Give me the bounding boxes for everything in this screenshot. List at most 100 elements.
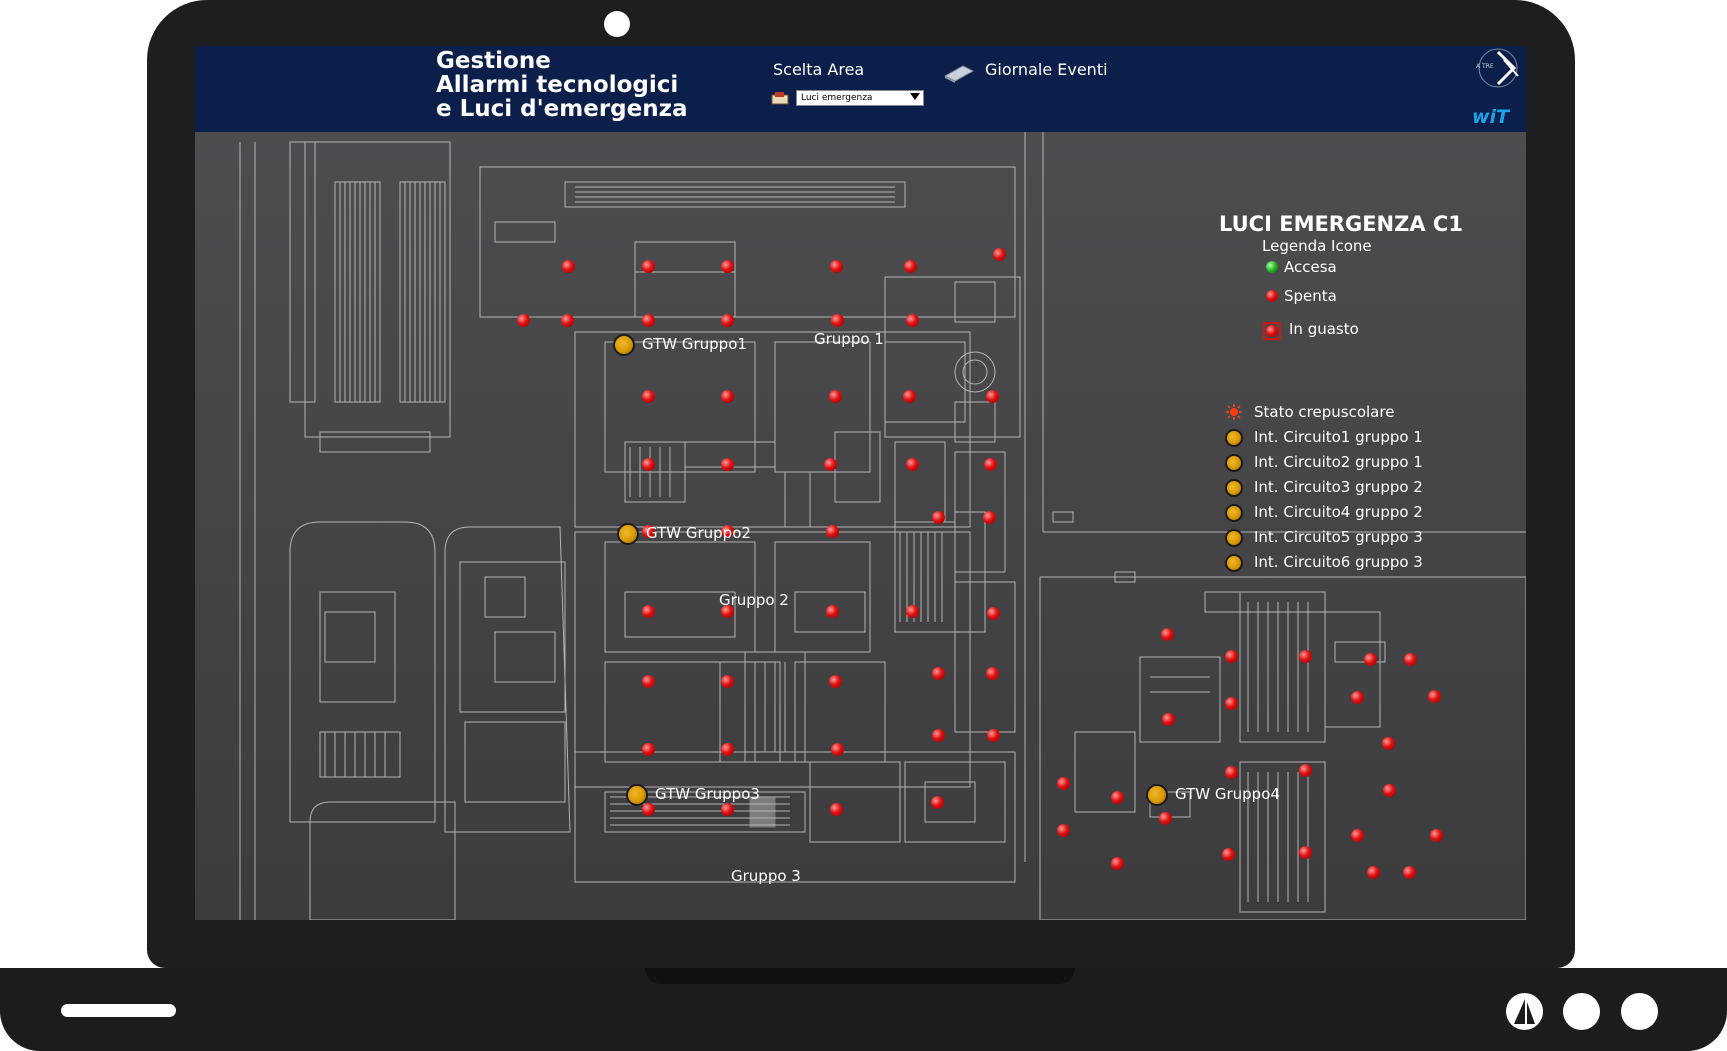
emergency-lamp[interactable] xyxy=(642,458,655,471)
emergency-lamp[interactable] xyxy=(562,260,575,273)
circuit-2-icon[interactable] xyxy=(1225,454,1243,472)
emergency-lamp[interactable] xyxy=(721,605,734,618)
emergency-lamp[interactable] xyxy=(831,314,844,327)
emergency-lamp[interactable] xyxy=(1430,829,1443,842)
emergency-lamp[interactable] xyxy=(826,525,839,538)
laptop-slot xyxy=(61,1004,176,1017)
emergency-lamp[interactable] xyxy=(1161,628,1174,641)
emergency-lamp[interactable] xyxy=(986,390,999,403)
emergency-lamp[interactable] xyxy=(1222,848,1235,861)
gtw-gruppo4-icon[interactable] xyxy=(1146,784,1168,806)
title-line-2: Allarmi tecnologici xyxy=(436,72,679,98)
emergency-lamp[interactable] xyxy=(932,511,945,524)
emergency-lamp[interactable] xyxy=(987,729,1000,742)
gtw-gruppo3-icon[interactable] xyxy=(626,784,648,806)
circuit-6-icon[interactable] xyxy=(1225,554,1243,572)
gtw-gruppo4-label: GTW Gruppo4 xyxy=(1175,785,1280,803)
emergency-lamp[interactable] xyxy=(721,803,734,816)
emergency-lamp[interactable] xyxy=(1225,766,1238,779)
emergency-lamp[interactable] xyxy=(826,605,839,618)
emergency-lamp[interactable] xyxy=(1428,690,1441,703)
emergency-lamp[interactable] xyxy=(642,743,655,756)
emergency-lamp[interactable] xyxy=(1162,713,1175,726)
emergency-lamp[interactable] xyxy=(721,260,734,273)
journal-link[interactable]: Giornale Eventi xyxy=(985,60,1108,79)
emergency-lamp[interactable] xyxy=(517,314,530,327)
emergency-lamp[interactable] xyxy=(1111,857,1124,870)
circuit-5-icon[interactable] xyxy=(1225,529,1243,547)
emergency-lamp[interactable] xyxy=(830,803,843,816)
gtw-gruppo3-label: GTW Gruppo3 xyxy=(655,785,760,803)
lamp-fault-icon xyxy=(1263,322,1281,340)
emergency-lamp[interactable] xyxy=(721,525,734,538)
emergency-lamp[interactable] xyxy=(1111,791,1124,804)
emergency-lamp[interactable] xyxy=(986,667,999,680)
emergency-lamp[interactable] xyxy=(932,667,945,680)
emergency-lamp[interactable] xyxy=(642,675,655,688)
emergency-lamp[interactable] xyxy=(1403,866,1416,879)
emergency-lamp[interactable] xyxy=(906,458,919,471)
emergency-lamp[interactable] xyxy=(1367,866,1380,879)
emergency-lamp[interactable] xyxy=(1299,650,1312,663)
emergency-lamp[interactable] xyxy=(1351,691,1364,704)
emergency-lamp[interactable] xyxy=(903,390,916,403)
emergency-lamp[interactable] xyxy=(1383,784,1396,797)
legend-title: LUCI EMERGENZA C1 xyxy=(1219,212,1463,236)
emergency-lamp[interactable] xyxy=(642,314,655,327)
emergency-lamp[interactable] xyxy=(904,260,917,273)
emergency-lamp[interactable] xyxy=(906,314,919,327)
legend-crepuscolare: Stato crepuscolare xyxy=(1254,403,1395,421)
emergency-lamp[interactable] xyxy=(721,743,734,756)
area-map-icon xyxy=(771,90,789,105)
emergency-lamp[interactable] xyxy=(931,796,944,809)
emergency-lamp[interactable] xyxy=(1057,824,1070,837)
emergency-lamp[interactable] xyxy=(642,260,655,273)
legend-accesa: Accesa xyxy=(1284,258,1337,276)
chevron-down-icon xyxy=(910,93,920,100)
circuit-1-icon[interactable] xyxy=(1225,429,1243,447)
gtw-gruppo1-icon[interactable] xyxy=(613,334,635,356)
emergency-lamp[interactable] xyxy=(721,458,734,471)
emergency-lamp[interactable] xyxy=(831,743,844,756)
emergency-lamp[interactable] xyxy=(906,605,919,618)
emergency-lamp[interactable] xyxy=(721,390,734,403)
emergency-lamp[interactable] xyxy=(721,314,734,327)
emergency-lamp[interactable] xyxy=(993,248,1006,261)
emergency-lamp[interactable] xyxy=(1225,697,1238,710)
circuit-4-icon[interactable] xyxy=(1225,504,1243,522)
gtw-gruppo2-icon[interactable] xyxy=(617,523,639,545)
lamp-on-icon xyxy=(1266,261,1278,273)
emergency-lamp[interactable] xyxy=(984,458,997,471)
emergency-lamp[interactable] xyxy=(983,511,996,524)
emergency-lamp[interactable] xyxy=(1364,653,1377,666)
emergency-lamp[interactable] xyxy=(561,314,574,327)
emergency-lamp[interactable] xyxy=(829,390,842,403)
area-select[interactable]: Luci emergenza xyxy=(796,90,924,106)
emergency-lamp[interactable] xyxy=(1351,829,1364,842)
emergency-lamp[interactable] xyxy=(642,803,655,816)
emergency-lamp[interactable] xyxy=(932,729,945,742)
emergency-lamp[interactable] xyxy=(642,605,655,618)
floor-plan-map: GTW Gruppo1 GTW Gruppo2 GTW Gruppo3 GTW … xyxy=(195,132,1526,920)
emergency-lamp[interactable] xyxy=(987,607,1000,620)
circuit-3-icon[interactable] xyxy=(1225,479,1243,497)
emergency-lamp[interactable] xyxy=(721,675,734,688)
emergency-lamp[interactable] xyxy=(1299,846,1312,859)
emergency-lamp[interactable] xyxy=(824,458,837,471)
emergency-lamp[interactable] xyxy=(1404,653,1417,666)
emergency-lamp[interactable] xyxy=(1159,812,1172,825)
emergency-lamp[interactable] xyxy=(830,260,843,273)
sailboat-icon xyxy=(1506,993,1543,1030)
emergency-lamp[interactable] xyxy=(1299,764,1312,777)
emergency-lamp[interactable] xyxy=(642,390,655,403)
floor-plan-drawing xyxy=(195,132,1526,920)
journal-icon[interactable] xyxy=(943,62,975,84)
emergency-lamp[interactable] xyxy=(1225,650,1238,663)
emergency-lamp[interactable] xyxy=(1382,737,1395,750)
camera-icon xyxy=(604,11,630,37)
emergency-lamp[interactable] xyxy=(829,675,842,688)
emergency-lamp[interactable] xyxy=(642,525,655,538)
lamp-fault-dot xyxy=(1266,325,1278,337)
emergency-lamp[interactable] xyxy=(1057,777,1070,790)
laptop-hinge xyxy=(645,968,1075,984)
